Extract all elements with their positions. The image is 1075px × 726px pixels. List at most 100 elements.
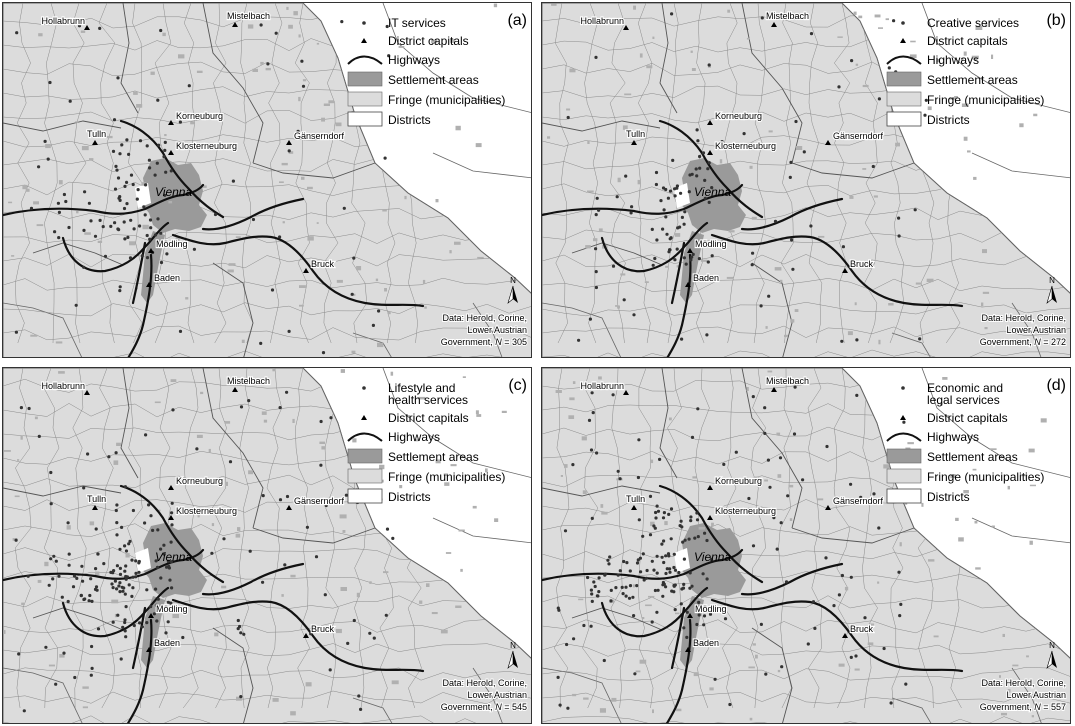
district-capital-marker: [707, 515, 713, 520]
service-point: [654, 182, 658, 187]
district-boundary: [212, 262, 254, 357]
legend-point-symbol: [362, 21, 366, 25]
service-point: [892, 19, 896, 23]
city-label-vienna: Vienna: [155, 550, 192, 564]
municipality-boundary: [806, 3, 823, 344]
settlement-area: [788, 484, 794, 488]
settlement-area: [404, 195, 407, 200]
service-point: [809, 32, 814, 36]
service-point: [615, 195, 619, 199]
service-point: [703, 196, 707, 200]
service-point: [123, 485, 127, 489]
district-capital-marker: [623, 25, 629, 30]
district-boundary: [252, 162, 376, 179]
service-point: [673, 568, 678, 572]
service-point: [346, 641, 350, 645]
settlement-area: [967, 150, 971, 153]
settlement-area: [703, 189, 706, 192]
settlement-area: [568, 415, 575, 419]
service-point: [872, 492, 876, 496]
highway: [542, 548, 744, 582]
municipality-boundary: [98, 3, 116, 344]
service-point: [162, 155, 166, 159]
service-point: [123, 544, 127, 548]
service-point: [696, 535, 700, 539]
municipality-boundary: [43, 368, 60, 709]
legend-label-capitals: District capitals: [388, 411, 469, 425]
city-label: Tulln: [87, 494, 106, 504]
settlement-area: [142, 224, 149, 230]
service-point: [693, 536, 697, 540]
panel-tag: (c): [508, 377, 527, 394]
settlement-area: [1020, 474, 1028, 477]
north-arrow-icon: [1046, 650, 1053, 669]
settlement-area: [185, 297, 189, 300]
settlement-area: [172, 614, 179, 619]
service-point: [871, 164, 875, 169]
service-point: [701, 607, 705, 611]
service-point: [171, 408, 175, 412]
municipality-boundary: [542, 643, 1070, 657]
service-point: [154, 603, 158, 607]
service-point: [75, 576, 79, 580]
service-point: [163, 148, 167, 152]
service-point: [135, 197, 139, 201]
service-point: [239, 631, 243, 635]
settlement-area: [95, 571, 100, 576]
service-point: [159, 260, 164, 265]
service-point: [611, 264, 616, 268]
municipality-boundary: [294, 3, 310, 344]
settlement-area: [615, 305, 619, 307]
legend-label-points: Creative services: [927, 16, 1019, 30]
service-point: [154, 587, 158, 591]
settlement-area: [55, 341, 63, 344]
service-point: [635, 561, 640, 565]
settlement-area: [572, 693, 577, 697]
service-point: [187, 84, 191, 88]
legend-label-capitals: District capitals: [927, 34, 1008, 48]
settlement-area: [975, 25, 983, 30]
service-point: [165, 252, 169, 256]
district-boundary: [542, 485, 661, 497]
service-point: [691, 252, 695, 256]
service-point: [116, 176, 121, 180]
settlement-area: [290, 574, 296, 578]
panel-tag: (a): [507, 12, 527, 29]
service-point: [668, 189, 673, 193]
settlement-area: [168, 201, 173, 204]
map-hole: [135, 548, 151, 573]
district-boundary: [120, 3, 139, 114]
settlement-area: [196, 70, 203, 73]
settlement-area: [4, 450, 11, 452]
service-point: [572, 637, 576, 641]
north-arrow-icon: [513, 286, 518, 303]
settlement-area: [669, 417, 672, 421]
service-point: [668, 570, 672, 574]
service-point: [592, 580, 596, 584]
city-label: Gänserndorf: [294, 131, 345, 141]
service-point: [673, 258, 677, 262]
service-point: [653, 256, 657, 261]
service-point: [166, 559, 170, 563]
legend-label-districts: Districts: [927, 490, 970, 504]
municipality-boundary: [807, 368, 823, 709]
settlement-area: [837, 36, 843, 38]
service-point: [49, 470, 53, 475]
city-label: Baden: [693, 273, 719, 283]
settlement-area: [312, 629, 318, 632]
district-capital-marker: [825, 140, 831, 145]
service-point: [67, 552, 71, 556]
settlement-area: [847, 331, 853, 336]
municipality-boundary: [99, 368, 115, 709]
city-label-vienna: Vienna: [155, 185, 192, 199]
legend-label-capitals: District capitals: [927, 411, 1008, 425]
service-point: [118, 572, 123, 576]
highway: [542, 183, 744, 217]
district-boundary: [659, 368, 678, 479]
service-point: [72, 574, 77, 578]
service-point: [832, 604, 836, 608]
service-point: [169, 601, 173, 605]
